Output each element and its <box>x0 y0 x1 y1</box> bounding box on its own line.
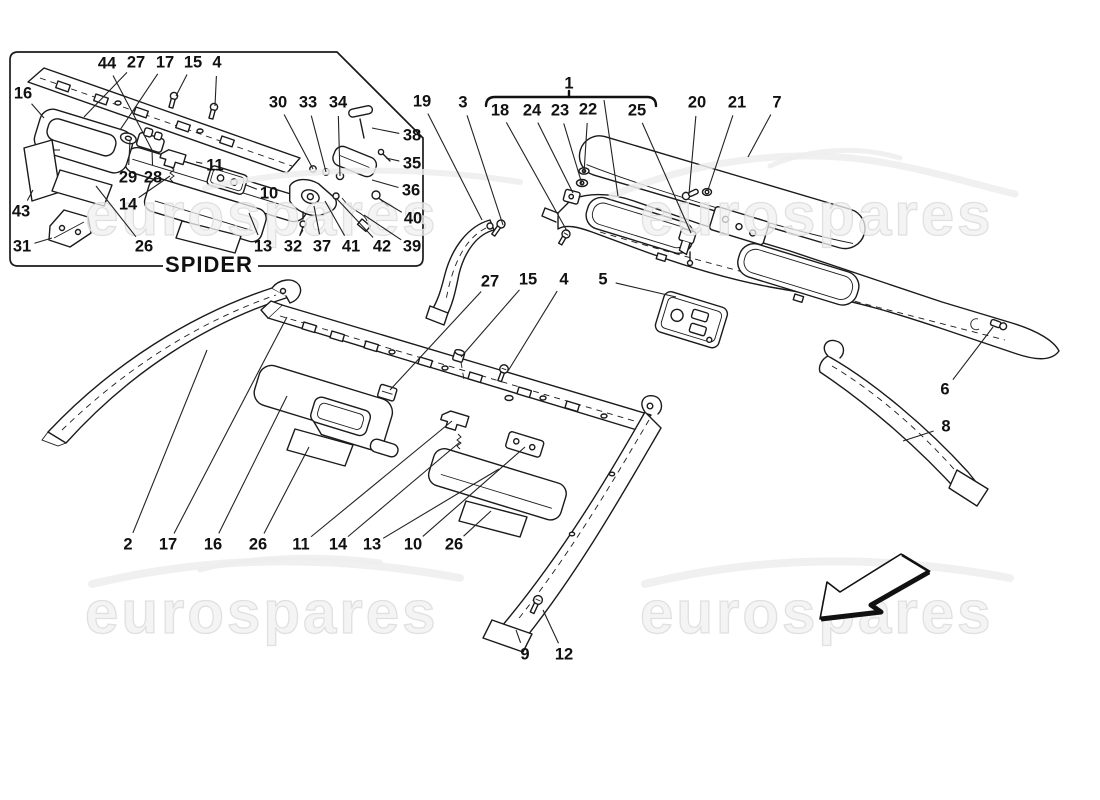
inset-header-rail-drawing <box>27 67 301 174</box>
main-nut-15-drawing <box>452 348 466 381</box>
car-swoosh <box>641 557 1014 588</box>
screw-12-drawing <box>529 594 544 615</box>
spider-pillar-trim-drawing <box>425 219 506 326</box>
car-swoosh <box>608 152 1019 200</box>
inset-clip-11-drawing <box>159 149 187 169</box>
main-pad-26-left-drawing <box>286 428 354 467</box>
inset-pad-26-right-drawing <box>175 220 242 254</box>
main-clip-11-drawing <box>440 410 470 431</box>
watermark-text: eurospares <box>85 181 439 248</box>
clip-6-drawing <box>970 318 1008 331</box>
main-spring-14-drawing <box>456 433 462 450</box>
main-header-rail-drawing <box>260 300 652 431</box>
main-pad-26-right-drawing <box>458 500 528 538</box>
direction-arrow <box>819 553 931 622</box>
inset-washer-29-drawing <box>119 132 137 145</box>
spider-variant-label: SPIDER <box>165 252 253 277</box>
inset-hinge-28-drawing <box>135 127 165 153</box>
leader-lines <box>26 71 994 644</box>
watermark-text: eurospares <box>640 181 994 248</box>
car-swoosh <box>202 167 523 191</box>
inset-spring-14-drawing <box>169 166 175 183</box>
right-pillar-trim-9-drawing <box>482 395 663 653</box>
inset-screw-4-drawing <box>208 102 219 120</box>
assembly-1-bracket <box>484 89 658 108</box>
watermark-text: eurospares <box>640 579 994 646</box>
spider-inset-box <box>9 51 424 267</box>
car-swoosh <box>767 147 903 169</box>
inset-screw-15-drawing <box>168 91 179 109</box>
courtesy-lamp-5-drawing <box>654 291 729 349</box>
main-lamp-bracket-10-drawing <box>505 431 545 458</box>
main-sun-visor-left-drawing <box>253 364 399 458</box>
watermark-layer: eurospares eurospares eurospares eurospa… <box>84 147 1019 647</box>
car-swoosh <box>88 557 464 588</box>
car-swoosh <box>197 554 383 573</box>
inset-pad-26-left-drawing <box>51 169 113 207</box>
left-pillar-trim-drawing <box>41 279 302 447</box>
roof-frame-assembly-drawing <box>541 193 1060 360</box>
watermark-text: eurospares <box>85 579 439 646</box>
inset-bracket-31-drawing <box>48 209 92 248</box>
right-a-pillar-trim-8-drawing <box>818 339 989 507</box>
